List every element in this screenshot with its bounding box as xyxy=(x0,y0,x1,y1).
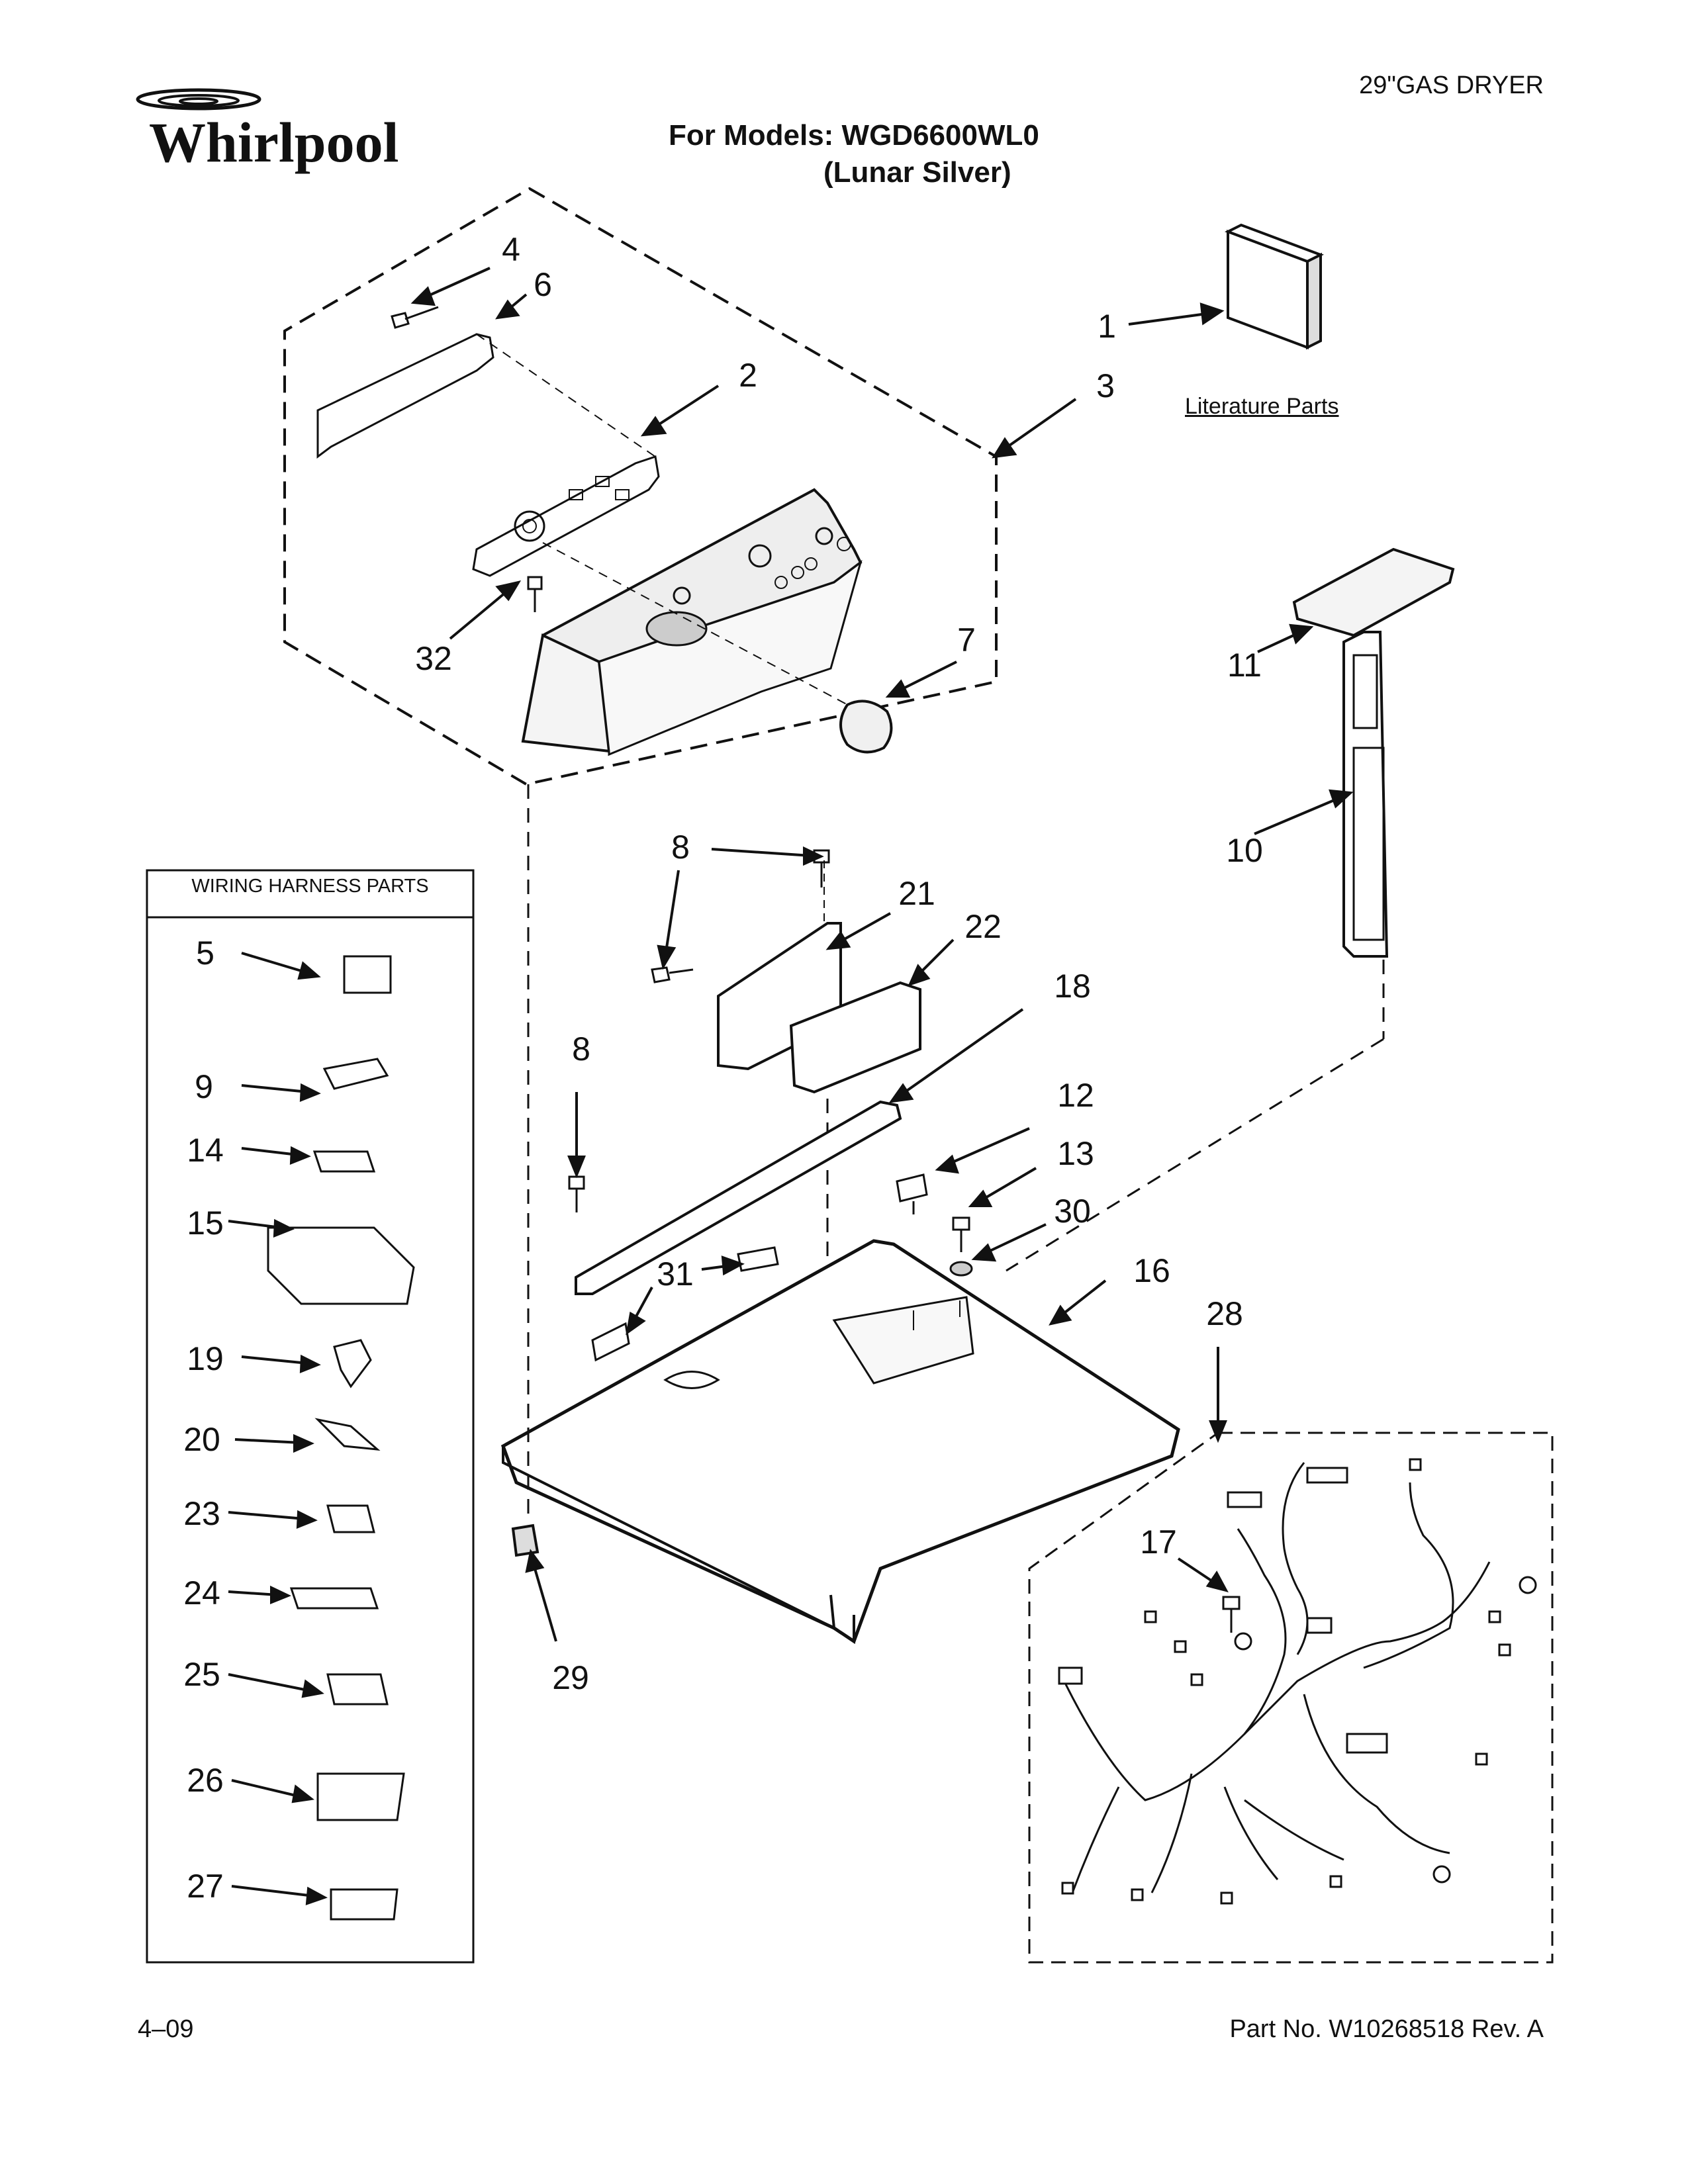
callout-5: 5 xyxy=(196,934,214,972)
callout-22: 22 xyxy=(964,908,1002,945)
callout-31: 31 xyxy=(657,1255,694,1293)
console-panel-shape xyxy=(521,488,863,756)
bracket-shape xyxy=(717,860,921,1277)
leader-arrows xyxy=(228,267,1354,1905)
callout-13: 13 xyxy=(1057,1135,1094,1172)
revision-date: 4–09 xyxy=(138,2015,194,2043)
callout-30: 30 xyxy=(1054,1193,1091,1230)
bezel-strip-shape xyxy=(575,1100,902,1295)
harness-group-dashed-border xyxy=(1028,1432,1554,1964)
small-parts-shapes xyxy=(591,1173,973,1362)
callout-8-lower: 8 xyxy=(572,1030,590,1068)
control-board-assembly xyxy=(316,333,855,709)
callout-19: 19 xyxy=(187,1340,224,1377)
models-label: For Models: WGD6600WL0 xyxy=(669,119,1039,152)
callout-8-upper: 8 xyxy=(671,829,690,866)
foot-shape xyxy=(511,1524,539,1557)
harness-box-title: WIRING HARNESS PARTS xyxy=(191,876,429,897)
callout-25: 25 xyxy=(183,1656,220,1693)
brand-logo: Whirlpool xyxy=(149,111,399,174)
literature-parts-label: Literature Parts xyxy=(1185,394,1339,419)
callout-27: 27 xyxy=(187,1868,224,1905)
callout-11: 11 xyxy=(1227,647,1262,684)
top-panel-shape xyxy=(500,1239,1180,1644)
callout-32: 32 xyxy=(415,640,452,677)
callout-24: 24 xyxy=(183,1574,220,1612)
callout-20: 20 xyxy=(183,1421,220,1458)
callout-17: 17 xyxy=(1140,1524,1177,1561)
harness-parts-box xyxy=(146,869,475,1964)
whirlpool-swirl-logo xyxy=(136,88,261,111)
callout-26: 26 xyxy=(187,1762,224,1799)
callout-9: 9 xyxy=(195,1068,213,1105)
product-label: 29"GAS DRYER xyxy=(1359,71,1544,99)
part-number: Part No. W10268518 Rev. A xyxy=(1229,2015,1544,2043)
callout-18: 18 xyxy=(1054,968,1091,1005)
callout-1: 1 xyxy=(1098,308,1116,345)
color-label: (Lunar Silver) xyxy=(823,156,1011,189)
literature-book-shape xyxy=(1225,223,1324,350)
callout-4: 4 xyxy=(502,231,520,268)
callout-29: 29 xyxy=(552,1659,589,1696)
callout-6: 6 xyxy=(534,266,552,303)
connector-shapes xyxy=(267,955,415,1921)
callout-7: 7 xyxy=(957,621,976,659)
callout-16: 16 xyxy=(1133,1252,1170,1289)
callout-28: 28 xyxy=(1206,1295,1243,1332)
callout-2: 2 xyxy=(739,357,757,394)
lint-screen-shape xyxy=(1006,547,1455,1272)
callout-12: 12 xyxy=(1057,1077,1094,1114)
callout-3: 3 xyxy=(1096,367,1115,404)
callout-21: 21 xyxy=(898,875,935,912)
knob-shape xyxy=(839,700,893,754)
callout-14: 14 xyxy=(187,1132,224,1169)
callout-23: 23 xyxy=(183,1495,220,1532)
callout-10: 10 xyxy=(1226,832,1263,869)
screw-shapes xyxy=(391,306,1241,1633)
callout-15: 15 xyxy=(187,1205,224,1242)
wiring-harness-shape xyxy=(1058,1458,1537,1905)
